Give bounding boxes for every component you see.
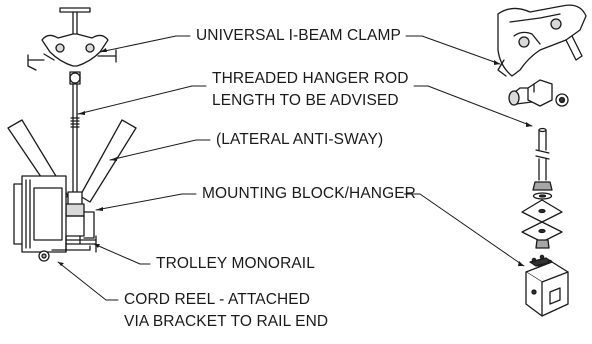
mounting-block-detail — [525, 254, 569, 317]
mounting-block-left — [65, 191, 95, 239]
cord-reel-body — [13, 175, 91, 262]
label-length-to-be-advised: LENGTH TO BE ADVISED — [212, 92, 399, 109]
label-threaded-hanger-rod: THREADED HANGER ROD — [212, 70, 409, 87]
label-via-bracket-to-rail-end: VIA BRACKET TO RAIL END — [124, 313, 329, 330]
label-cord-reel-attached: CORD REEL - ATTACHED — [124, 291, 311, 308]
label-mounting-block-hanger: MOUNTING BLOCK/HANGER — [202, 185, 416, 202]
leader-arrowheads — [58, 48, 532, 266]
mounting-plates — [521, 199, 563, 249]
label-trolley-monorail: TROLLEY MONORAIL — [156, 255, 315, 272]
clamp-bolt-and-nut — [508, 79, 569, 107]
label-universal-i-beam-clamp: UNIVERSAL I-BEAM CLAMP — [196, 27, 401, 44]
beam-clamp-left — [27, 33, 117, 85]
i-beam-top — [59, 7, 91, 35]
threaded-rod-detail — [535, 127, 550, 181]
leader-lines — [57, 35, 533, 301]
label-lateral-anti-sway: (LATERAL ANTI-SWAY) — [216, 131, 384, 148]
universal-clamp-detail — [497, 4, 587, 77]
nuts-and-washers — [532, 181, 553, 200]
threaded-hanger-rod-left — [70, 83, 80, 193]
